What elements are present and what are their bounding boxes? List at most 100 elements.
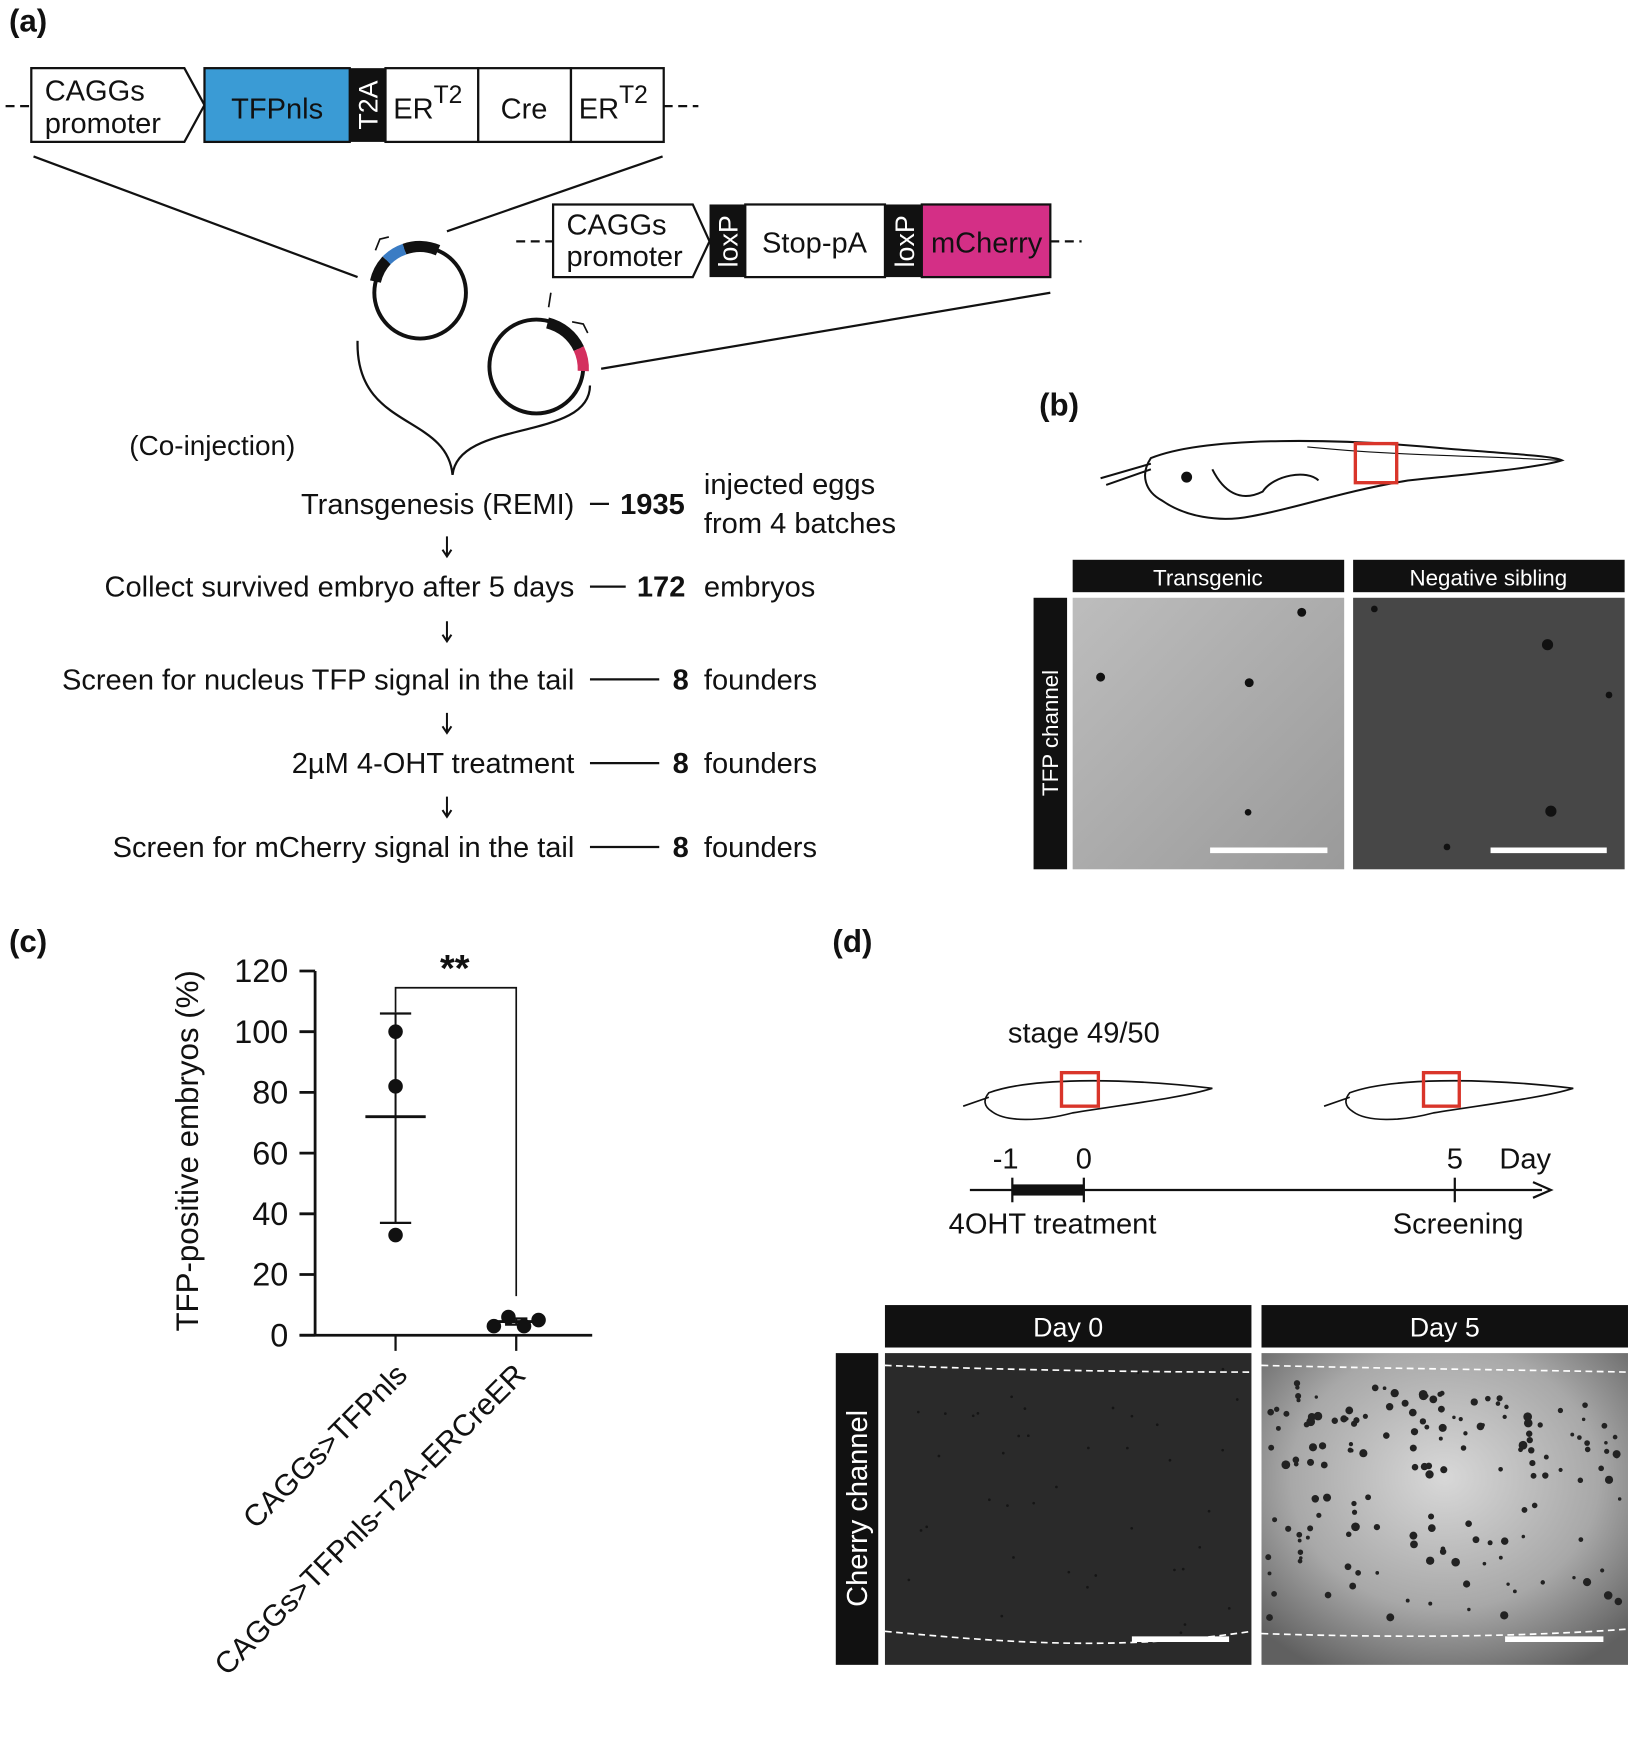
melanophore [1111, 1406, 1115, 1410]
melanophore [1409, 1444, 1417, 1452]
plasmid-1 [369, 236, 468, 341]
melanophore [1293, 1461, 1299, 1467]
melanophore [1598, 1465, 1604, 1472]
melanophore [1221, 1448, 1225, 1452]
melanophore [1351, 1522, 1360, 1532]
svg-text:172: 172 [637, 572, 685, 604]
melanophore [1496, 1395, 1503, 1402]
timeline: -1 0 5 Day 4OHT treatment Screening [949, 1144, 1554, 1241]
melanophore [1482, 1561, 1487, 1566]
melanophore [1495, 1401, 1501, 1406]
melanophore [1087, 1446, 1090, 1450]
melanophore [1572, 1575, 1576, 1580]
melanophore [1155, 1423, 1159, 1427]
melanophore [1481, 1423, 1485, 1427]
melanophore [1285, 1525, 1292, 1532]
panel-b-label: (b) [1039, 388, 1079, 423]
melanophore [1266, 1614, 1273, 1621]
melanophore [1429, 1395, 1438, 1404]
t2a-label: T2A [354, 80, 384, 129]
timeline-tick-label: 0 [1076, 1144, 1092, 1176]
data-point [501, 1309, 516, 1325]
melanophore [1130, 1526, 1134, 1530]
melanophore [1274, 1406, 1280, 1412]
melanophore [1130, 1414, 1134, 1418]
melanophore [1365, 1494, 1372, 1501]
melanophore [1331, 1417, 1338, 1424]
promoter-label: CAGGs [567, 210, 667, 242]
melanophore [1305, 1535, 1310, 1540]
melanophore [937, 1454, 941, 1458]
melanophore [907, 1578, 911, 1582]
melanophore [916, 1410, 920, 1414]
loxp-label: loxP [713, 215, 743, 267]
melanophore [943, 1412, 947, 1415]
melanophore [1487, 1540, 1493, 1546]
melanophore [1295, 1392, 1302, 1400]
melanophore [1283, 1410, 1290, 1417]
svg-text:founders: founders [704, 832, 817, 864]
ert2-label: ERT2 [579, 82, 648, 126]
melanophore [1530, 1472, 1537, 1479]
melanophore [1345, 1416, 1349, 1421]
melanophore [1168, 1458, 1172, 1462]
melanophore [1012, 1556, 1015, 1559]
row-header-tfp-channel: TFP channel [1038, 670, 1063, 796]
promoter-box [30, 67, 206, 144]
melanophore [1498, 1555, 1503, 1560]
melanophore [1017, 1434, 1021, 1438]
melanophore [1401, 1399, 1409, 1407]
melanophore [1227, 1607, 1231, 1610]
melanophore [1581, 1417, 1586, 1422]
workflow-step: Collect survived embryo after 5 days 172… [105, 572, 816, 604]
melanophore [1529, 1459, 1536, 1467]
melanophore [1428, 1513, 1435, 1520]
melanophore [1296, 1531, 1303, 1538]
column-header-day0: Day 0 [1033, 1312, 1103, 1342]
melanophore [1324, 1591, 1332, 1599]
melanophore [1603, 1591, 1613, 1600]
melanophore [1221, 1367, 1225, 1371]
panel-c-label: (c) [9, 924, 47, 959]
ert2-label: ERT2 [393, 82, 462, 126]
melanophore [1383, 1432, 1390, 1439]
tadpole-illustration [962, 1079, 1574, 1121]
melanophore [1500, 1611, 1509, 1620]
melanophore [1440, 1466, 1448, 1474]
melanophore [1600, 1568, 1605, 1573]
y-tick-label: 20 [252, 1257, 288, 1293]
melanophore [1438, 1423, 1447, 1432]
melanophore [1405, 1598, 1410, 1603]
stage-label: stage 49/50 [1008, 1017, 1160, 1049]
header-bar [1072, 559, 1345, 593]
melanophore [1528, 1447, 1535, 1454]
promoter-label: CAGGs [45, 76, 145, 108]
row-header-bar [1033, 597, 1068, 870]
melanophore [1604, 1475, 1614, 1484]
melanophore [976, 1412, 980, 1415]
y-tick-label: 40 [252, 1196, 288, 1232]
promoter-label: promoter [45, 108, 162, 140]
melanophore [1465, 1520, 1472, 1528]
significance-bracket [394, 986, 518, 1297]
melanophore [1410, 1428, 1419, 1436]
melanophore [1313, 1411, 1323, 1421]
melanophore [1297, 1538, 1302, 1543]
melanophore [1485, 1395, 1491, 1402]
workflow-step: Screen for mCherry signal in the tail 8 … [113, 832, 817, 864]
melanophore [1617, 1497, 1622, 1501]
timeline-tick-label: -1 [993, 1144, 1019, 1176]
melanophore [1425, 1470, 1434, 1479]
svg-text:Collect survived embryo after: Collect survived embryo after 5 days [105, 572, 575, 604]
svg-text:founders: founders [704, 748, 817, 780]
melanophore [1026, 1434, 1030, 1438]
melanophore [1183, 1623, 1187, 1626]
melanophore [1578, 1537, 1584, 1542]
melanophore [1032, 1501, 1036, 1505]
melanophore [1537, 1422, 1543, 1428]
data-point [516, 1318, 532, 1334]
coinjection-brace [356, 340, 592, 475]
melanophore [1427, 1524, 1436, 1532]
melanophore [1540, 1580, 1545, 1585]
melanophore [1198, 1545, 1202, 1549]
